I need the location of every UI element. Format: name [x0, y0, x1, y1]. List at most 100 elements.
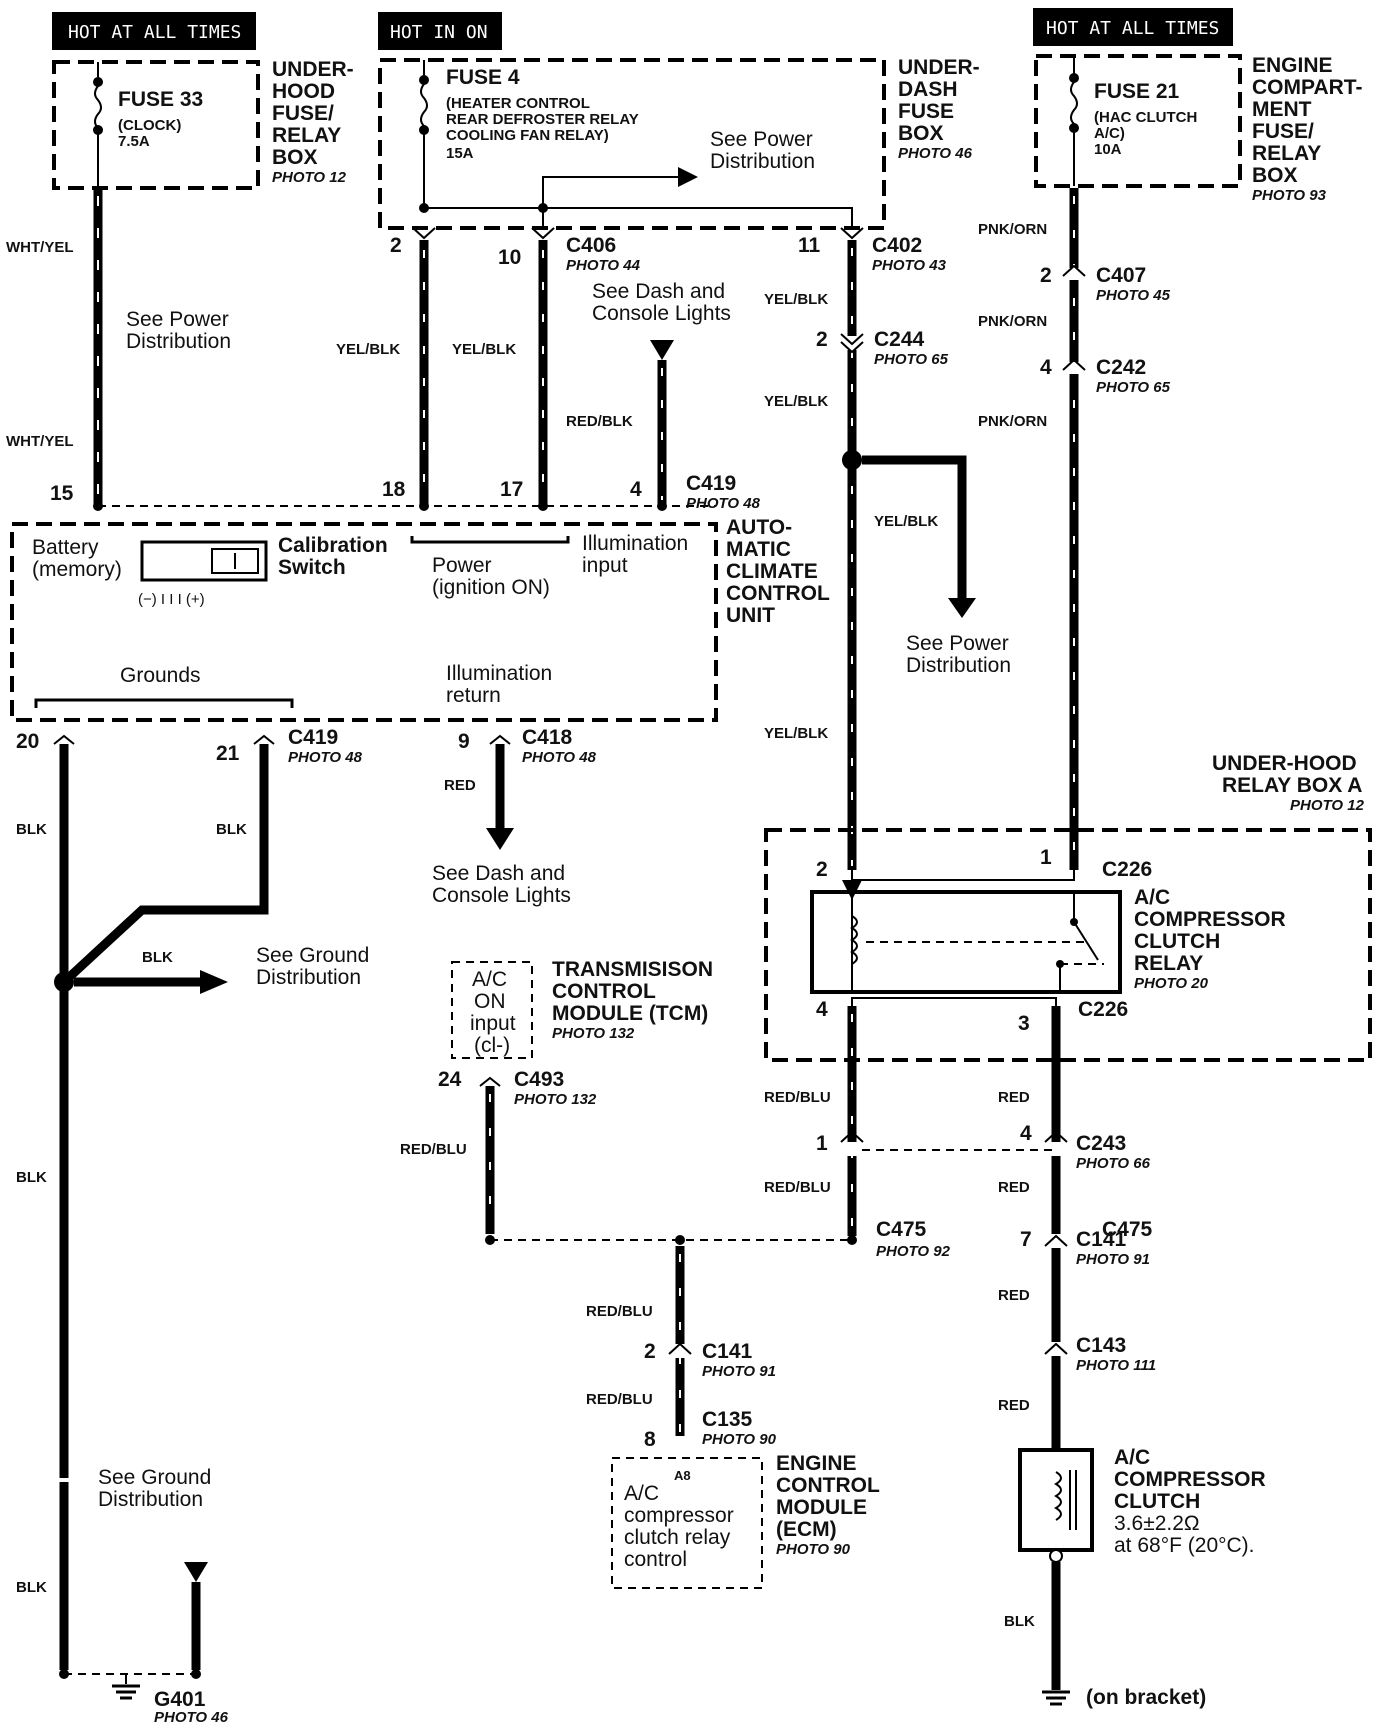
- svg-text:RELAY: RELAY: [272, 124, 341, 147]
- svg-text:COMPRESSOR: COMPRESSOR: [1134, 908, 1286, 931]
- svg-text:YEL/BLK: YEL/BLK: [764, 393, 828, 410]
- svg-text:PHOTO 132: PHOTO 132: [552, 1025, 635, 1042]
- svg-text:CLUTCH: CLUTCH: [1114, 1490, 1200, 1513]
- see-power-note-2: See Power: [126, 308, 229, 331]
- automatic-climate-control-unit: 15 18 17 4 C419 PHOTO 48 Battery (memory…: [10, 472, 761, 722]
- svg-text:TRANSMISISON: TRANSMISISON: [552, 958, 713, 981]
- see-dash-note-2: See Dash and: [432, 862, 565, 885]
- svg-text:(cl-): (cl-): [474, 1034, 510, 1057]
- svg-text:1: 1: [816, 1132, 828, 1155]
- svg-text:24: 24: [438, 1068, 462, 1091]
- svg-text:BOX: BOX: [272, 146, 318, 169]
- svg-text:(HAC CLUTCH: (HAC CLUTCH: [1094, 109, 1197, 126]
- underhood-fuse-relay-box: FUSE 33 (CLOCK) 7.5A: [52, 60, 260, 190]
- svg-text:REAR DEFROSTER RELAY: REAR DEFROSTER RELAY: [446, 111, 639, 128]
- svg-text:BOX: BOX: [898, 122, 944, 145]
- svg-text:C418: C418: [522, 726, 573, 749]
- svg-text:CLIMATE: CLIMATE: [726, 560, 818, 583]
- svg-text:C493: C493: [514, 1068, 564, 1091]
- fuse33-name: FUSE 33: [118, 88, 203, 111]
- svg-text:PHOTO 45: PHOTO 45: [1096, 287, 1171, 304]
- wire-red-blu-relay: RED/BLU RED/BLU 1 C475 PHOTO 92 C475: [764, 1006, 1153, 1260]
- svg-text:C141: C141: [702, 1340, 753, 1363]
- svg-text:RED: RED: [998, 1397, 1030, 1414]
- svg-text:10: 10: [498, 246, 521, 269]
- svg-text:CONTROL: CONTROL: [552, 980, 656, 1003]
- svg-text:PHOTO 12: PHOTO 12: [1290, 797, 1365, 814]
- svg-text:2: 2: [816, 328, 828, 351]
- svg-text:4: 4: [816, 998, 828, 1021]
- fuse33-terminal-bottom: [93, 125, 103, 135]
- svg-text:ON: ON: [474, 990, 506, 1013]
- svg-text:(ECM): (ECM): [776, 1518, 837, 1541]
- grounds-bracket: [34, 698, 294, 708]
- svg-text:A8: A8: [674, 1468, 691, 1483]
- svg-text:HOOD: HOOD: [272, 80, 335, 103]
- clutch-body: [1018, 1448, 1094, 1552]
- svg-text:4: 4: [1040, 356, 1052, 379]
- header-label: HOT AT ALL TIMES: [1046, 18, 1219, 39]
- wire-yel-blk-pin10: YEL/BLK: [452, 240, 548, 504]
- fuse4-bus-wire: [423, 134, 853, 228]
- wire-red-blu-ecm: RED/BLU RED/BLU 2 C141 PHOTO 91 8 C135 P…: [586, 1246, 777, 1451]
- svg-text:C402: C402: [872, 234, 922, 257]
- svg-text:COMPART-: COMPART-: [1252, 76, 1362, 99]
- underhood-relay-box-a: UNDER-HOOD RELAY BOX A PHOTO 12 2 1 C226…: [764, 752, 1372, 1062]
- svg-text:compressor: compressor: [624, 1504, 734, 1527]
- calibration-switch-icon: [140, 540, 268, 582]
- header-hot-at-all-times-left: HOT AT ALL TIMES: [52, 12, 256, 50]
- fuse33-icon: [94, 85, 102, 129]
- svg-text:C226: C226: [1078, 998, 1128, 1021]
- svg-text:15A: 15A: [446, 145, 474, 162]
- svg-text:PHOTO 12: PHOTO 12: [272, 169, 347, 186]
- wire-red-relay-clutch: RED RED RED RED 4 C243 PHOTO 66 7 C141 P…: [998, 1006, 1156, 1448]
- ground-wires-left: 20 21 C419 PHOTO 48 BLK BLK BLK BLK BLK …: [16, 726, 369, 1726]
- svg-text:G401: G401: [154, 1688, 206, 1711]
- svg-text:WHT/YEL: WHT/YEL: [6, 239, 74, 256]
- see-ground-note-1: See Ground: [256, 944, 369, 967]
- svg-text:Distribution: Distribution: [906, 654, 1011, 677]
- svg-text:Distribution: Distribution: [98, 1488, 203, 1511]
- svg-text:clutch relay: clutch relay: [624, 1526, 731, 1549]
- svg-text:RED: RED: [444, 777, 476, 794]
- svg-text:RED/BLK: RED/BLK: [566, 413, 633, 430]
- svg-text:MATIC: MATIC: [726, 538, 791, 561]
- svg-text:YEL/BLK: YEL/BLK: [336, 341, 400, 358]
- svg-text:BLK: BLK: [1004, 1613, 1035, 1630]
- svg-text:RED/BLU: RED/BLU: [400, 1141, 467, 1158]
- svg-text:UNDER-: UNDER-: [898, 56, 980, 79]
- svg-text:RELAY: RELAY: [1134, 952, 1203, 975]
- power-bracket: [410, 536, 570, 544]
- svg-text:A/C: A/C: [1114, 1446, 1150, 1469]
- svg-text:YEL/BLK: YEL/BLK: [874, 513, 938, 530]
- svg-text:PHOTO 66: PHOTO 66: [1076, 1155, 1151, 1172]
- svg-text:10A: 10A: [1094, 141, 1122, 158]
- svg-text:FUSE/: FUSE/: [1252, 120, 1314, 143]
- svg-text:Console Lights: Console Lights: [432, 884, 571, 907]
- svg-text:PHOTO 91: PHOTO 91: [702, 1363, 776, 1380]
- svg-text:2: 2: [816, 858, 828, 881]
- svg-text:RED: RED: [998, 1089, 1030, 1106]
- wire-yel-blk-pin2: YEL/BLK: [336, 240, 429, 504]
- svg-text:at 68°F (20°C).: at 68°F (20°C).: [1114, 1534, 1255, 1557]
- svg-text:4: 4: [1020, 1122, 1032, 1145]
- svg-text:Illumination: Illumination: [582, 532, 688, 555]
- svg-text:PHOTO 44: PHOTO 44: [566, 257, 641, 274]
- svg-text:C406: C406: [566, 234, 616, 257]
- svg-text:A/C: A/C: [472, 968, 507, 991]
- svg-text:C143: C143: [1076, 1334, 1126, 1357]
- see-power-arrow-1: [542, 167, 698, 208]
- svg-text:AUTO-: AUTO-: [726, 516, 792, 539]
- header-label: HOT IN ON: [390, 22, 488, 43]
- svg-text:18: 18: [382, 478, 406, 501]
- ac-compressor-clutch: BLK (on bracket) A/C COMPRESSOR CLUTCH 3…: [1004, 1446, 1266, 1709]
- svg-text:C475: C475: [1102, 1218, 1153, 1241]
- svg-text:7: 7: [1020, 1228, 1032, 1251]
- see-ground-note-2: See Ground: [98, 1466, 211, 1489]
- climate-unit-label: AUTO- MATIC CLIMATE CONTROL UNIT: [726, 516, 830, 627]
- svg-text:C407: C407: [1096, 264, 1146, 287]
- svg-text:C135: C135: [702, 1408, 753, 1431]
- svg-text:PHOTO 111: PHOTO 111: [1076, 1357, 1156, 1374]
- svg-text:17: 17: [500, 478, 523, 501]
- svg-text:PHOTO 90: PHOTO 90: [776, 1541, 851, 1558]
